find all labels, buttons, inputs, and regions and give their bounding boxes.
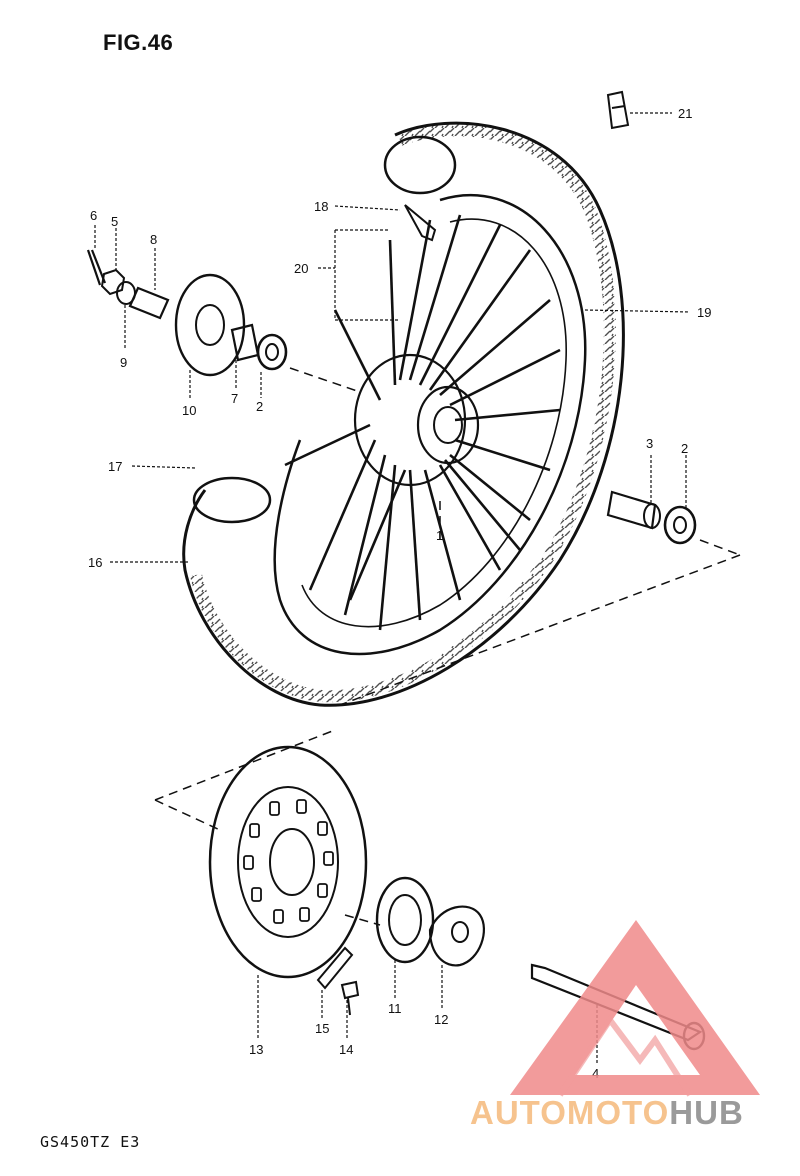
callout-4: 4	[592, 1066, 599, 1081]
left-hub-parts	[86, 249, 288, 377]
tire-tread	[190, 124, 616, 703]
callout-6: 6	[90, 208, 97, 223]
callout-18: 18	[314, 199, 328, 214]
tire	[182, 121, 625, 707]
watermark-inner-mark	[557, 1014, 693, 1097]
callout-5: 5	[111, 214, 118, 229]
brake-panel-boss	[195, 304, 225, 346]
model-code: GS450TZ E3	[40, 1133, 141, 1151]
brake-disc	[208, 745, 368, 979]
hub-center	[416, 385, 480, 465]
callout-14: 14	[339, 1042, 353, 1057]
lock-washer	[316, 946, 354, 990]
watermark-text-part2: HUB	[669, 1094, 744, 1131]
wheel-assembly	[182, 121, 625, 707]
callout-2-left: 2	[256, 399, 263, 414]
brake-disc-inner	[237, 786, 339, 938]
callout-1: 1	[436, 528, 443, 543]
spokes	[284, 214, 561, 631]
callout-12: 12	[434, 1012, 448, 1027]
disc-holes	[243, 799, 334, 924]
callout-2-right: 2	[681, 441, 688, 456]
dust-seal-ring-inner	[388, 894, 422, 946]
callout-8: 8	[150, 232, 157, 247]
brake-panel	[174, 273, 246, 377]
assembly-lines	[154, 367, 741, 926]
disc-bolt	[340, 980, 360, 1016]
valve-cap	[606, 90, 630, 130]
right-hub-parts	[606, 490, 697, 545]
spacer	[128, 286, 170, 320]
callout-9: 9	[120, 355, 127, 370]
brake-disc-hub	[269, 828, 315, 896]
callout-16: 16	[88, 555, 102, 570]
spacer-right-end	[643, 503, 661, 529]
bearing-right-inner	[673, 516, 687, 534]
callout-3: 3	[646, 436, 653, 451]
speedometer-gearbox	[428, 905, 485, 967]
watermark-logo	[510, 920, 760, 1097]
callout-7: 7	[231, 391, 238, 406]
tube-end-bottom	[192, 476, 272, 524]
bearing-left-inner	[265, 343, 279, 361]
watermark-text: AUTOMOTOHUB	[470, 1094, 744, 1132]
callout-21: 21	[678, 106, 692, 121]
callout-15: 15	[315, 1021, 329, 1036]
brake-disc-group	[208, 745, 368, 1016]
valve-stem	[404, 204, 437, 242]
bearing-left	[256, 333, 288, 371]
figure-title: FIG.46	[103, 30, 174, 55]
hub-bore	[433, 406, 463, 444]
callout-11: 11	[388, 1001, 402, 1016]
callout-20: 20	[294, 261, 308, 276]
rim-inner	[301, 218, 567, 628]
speedometer-parts	[375, 876, 485, 967]
watermark-text-part1: AUTOMOTO	[470, 1094, 670, 1131]
spacer-right	[606, 490, 657, 530]
rim	[273, 194, 587, 656]
watermark-triangle-icon	[510, 920, 760, 1095]
callout-labels: 21 18 20 19 6 5 8 9 10 7 2 17 16 3 2 13 …	[88, 106, 711, 1081]
callout-13: 13	[249, 1042, 263, 1057]
callout-19: 19	[697, 305, 711, 320]
callout-17: 17	[108, 459, 122, 474]
bearing-right	[663, 505, 697, 545]
tube-end-top	[383, 135, 457, 195]
dust-seal-ring	[375, 876, 435, 964]
callout-10: 10	[182, 403, 196, 418]
